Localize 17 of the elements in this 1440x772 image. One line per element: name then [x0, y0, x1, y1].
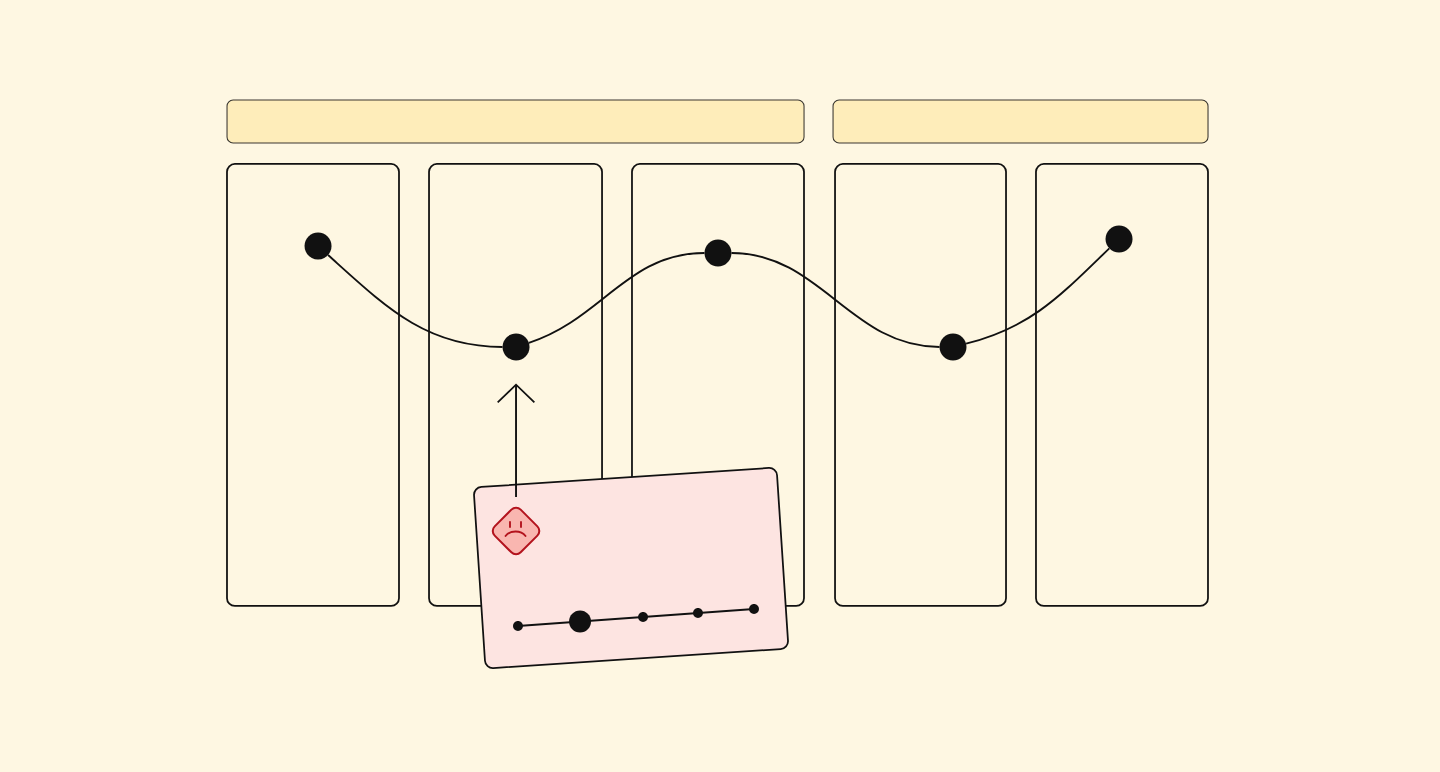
curve-line: [327, 254, 504, 348]
curve-line: [965, 247, 1111, 345]
column-box: [226, 163, 400, 607]
dot: [502, 333, 530, 361]
column-box: [1035, 163, 1209, 607]
header-bar: [832, 99, 1209, 144]
dot: [704, 239, 732, 267]
card: [473, 467, 789, 669]
curve-line: [730, 252, 941, 348]
arrow: [496, 383, 536, 498]
header-bar: [226, 99, 805, 144]
dot: [1105, 225, 1133, 253]
column-box: [834, 163, 1007, 607]
dot: [304, 232, 332, 260]
dot: [939, 333, 967, 361]
sad-face-icon: [491, 506, 541, 556]
curve-line: [527, 252, 706, 344]
